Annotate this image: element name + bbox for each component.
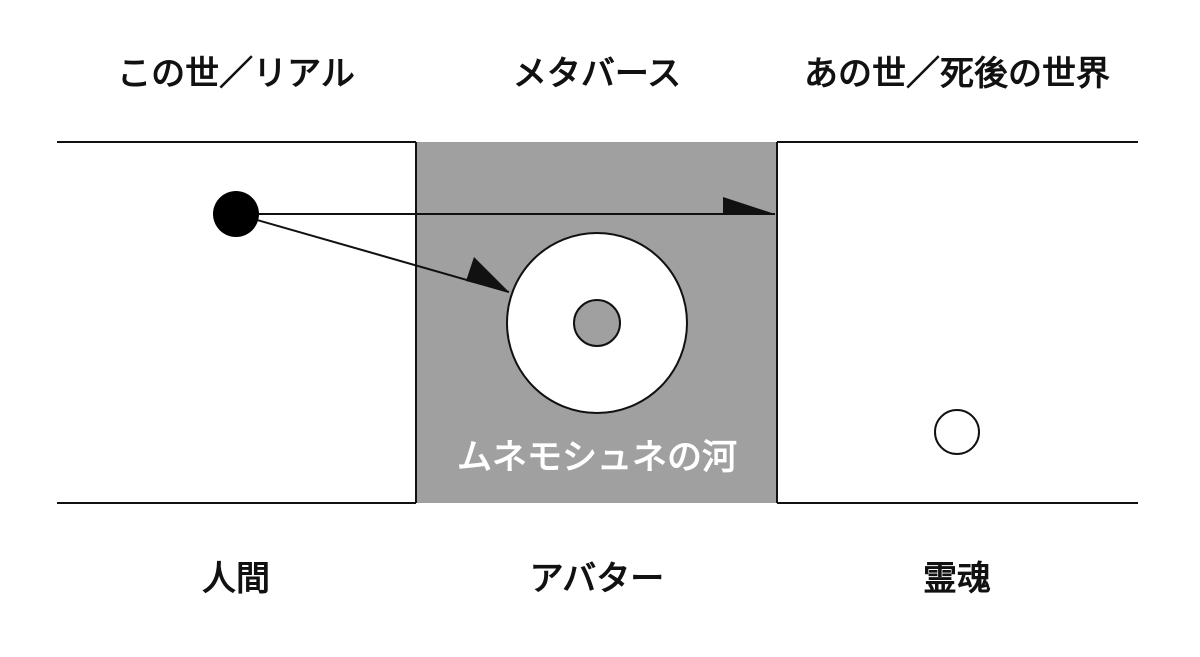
label-soul: 霊魂 (923, 559, 991, 599)
heading-afterlife: あの世／死後の世界 (804, 54, 1110, 94)
arrowhead-to-afterlife (723, 197, 775, 214)
label-avatar: アバター (530, 559, 665, 599)
human-dot (213, 191, 259, 237)
arrowhead-to-ring (466, 257, 509, 292)
heading-metaverse: メタバース (513, 54, 681, 94)
soul-circle (934, 409, 980, 455)
arrow-to-ring (235, 213, 510, 293)
heading-this-world: この世／リアル (117, 54, 355, 94)
mnemosyne-label: ムネモシュネの河 (457, 438, 737, 478)
label-human: 人間 (202, 559, 270, 599)
mnemosyne-core (573, 299, 621, 347)
